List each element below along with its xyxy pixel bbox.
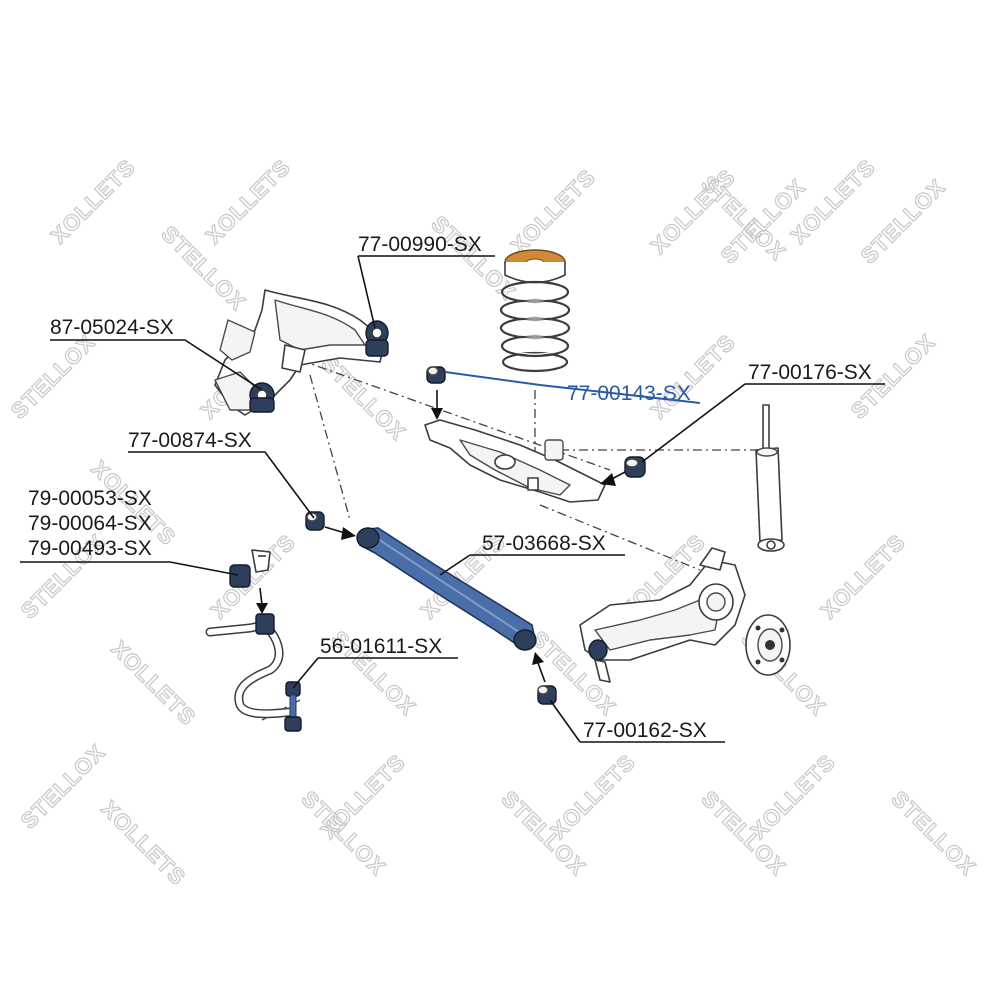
- watermark: STELLOX: [16, 739, 110, 833]
- watermark: XOLLETS: [206, 529, 300, 623]
- watermark: XOLLETS: [46, 154, 140, 248]
- arm-bushings: [426, 366, 646, 478]
- label-stabilizer-bushing-3: 79-00493-SX: [28, 537, 152, 560]
- watermark: XOLLETS: [816, 529, 910, 623]
- watermark: XOLLETS: [201, 154, 295, 248]
- label-upper-arm-bushing: 77-00143-SX: [567, 382, 691, 405]
- label-spring-pad: 77-00990-SX: [358, 233, 482, 256]
- label-stabilizer-bushing-2: 79-00064-SX: [28, 512, 152, 535]
- watermark: XOLLETS: [546, 749, 640, 843]
- label-rear-knuckle-bushing: 77-00162-SX: [583, 719, 707, 742]
- watermark: STELLOX: [886, 786, 980, 880]
- coil-spring: [499, 249, 571, 373]
- label-stabilizer-bushing-1: 79-00053-SX: [28, 487, 152, 510]
- lower-control-arm: [356, 527, 537, 651]
- pointer-arrows: [256, 390, 626, 683]
- watermark-layer: XOLLETS STELLOX XOLLETS STELLOX XOLLETS …: [5, 154, 981, 891]
- watermark: XOLLETS: [96, 796, 190, 890]
- label-subframe-bushing: 87-05024-SX: [50, 316, 174, 339]
- watermark: XOLLETS: [316, 749, 410, 843]
- watermark: STELLOX: [856, 174, 950, 268]
- callout-labels: 77-00990-SX 87-05024-SX 77-00143-SX 77-0…: [28, 233, 872, 742]
- label-inner-trailing-bushing: 77-00874-SX: [128, 429, 252, 452]
- watermark: STELLOX: [6, 329, 100, 423]
- watermark: STELLOX: [316, 351, 410, 445]
- watermark: XOLLETS: [746, 749, 840, 843]
- watermark: XOLLETS: [106, 636, 200, 730]
- label-control-arm: 57-03668-SX: [482, 532, 606, 555]
- shock-absorber: [755, 404, 785, 552]
- label-stabilizer-link: 56-01611-SX: [320, 635, 442, 658]
- spring-link-arm: [424, 419, 606, 503]
- label-outer-arm-bushing: 77-00176-SX: [748, 361, 872, 384]
- wheel-knuckle: [579, 547, 791, 683]
- watermark: XOLLETS: [646, 329, 740, 423]
- callout-leaders: [20, 255, 885, 743]
- stabilizer-link: [284, 681, 302, 732]
- lower-arm-bushings: [305, 511, 557, 705]
- stabilizer-bar: [205, 549, 295, 719]
- watermark: XOLLETS: [506, 164, 600, 258]
